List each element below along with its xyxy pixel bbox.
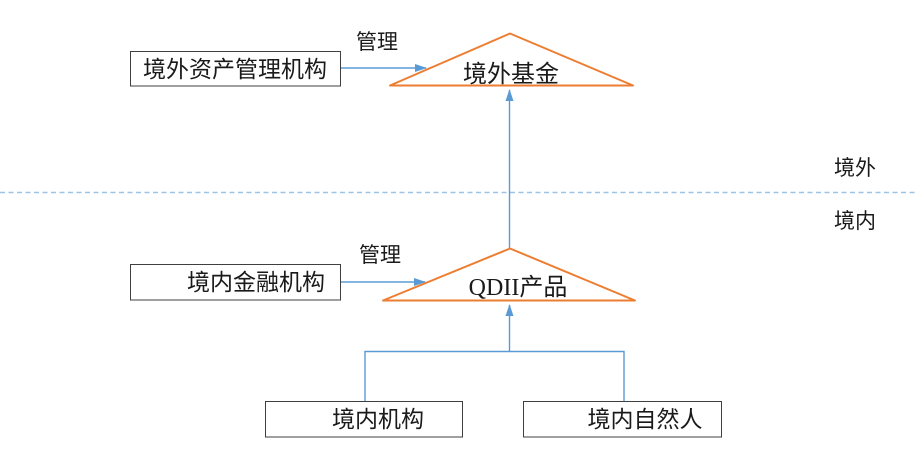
region-label-onshore: 境内: [834, 209, 876, 233]
node-offshore-fund-triangle: [389, 32, 634, 87]
node-domestic-institution-box: [265, 401, 463, 438]
node-domestic-financial-label: 境内金融机构: [187, 270, 325, 295]
node-offshore-fund-label: 境外基金: [463, 61, 559, 88]
node-offshore-manager-label: 境外资产管理机构: [143, 57, 327, 82]
edge-label-manage-mid: 管理: [359, 243, 401, 267]
node-domestic-individual-box: [523, 401, 722, 438]
node-domestic-institution-label: 境内机构: [332, 407, 424, 432]
node-offshore-manager-box: [130, 51, 341, 87]
edge-label-manage-top: 管理: [356, 30, 398, 54]
region-label-offshore: 境外: [834, 156, 876, 180]
node-domestic-financial-box: [130, 264, 341, 301]
node-qdii-product-label: QDII产品: [469, 274, 568, 301]
connector-investors-elbow: [364, 350, 625, 401]
node-domestic-individual-label: 境内自然人: [588, 407, 703, 432]
node-qdii-product-triangle: [382, 247, 636, 302]
